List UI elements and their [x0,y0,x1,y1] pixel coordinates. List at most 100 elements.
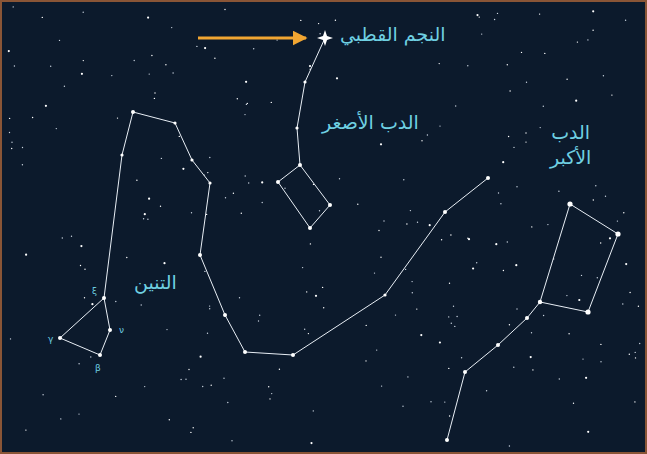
background-star [539,13,540,14]
background-star [9,132,10,133]
background-star [223,378,224,379]
background-star [244,114,245,115]
background-star [271,393,272,394]
background-star [190,432,191,433]
background-star [531,332,532,333]
background-star [209,305,210,306]
background-star [241,213,242,214]
background-star [617,220,618,221]
background-star [559,378,560,379]
background-star [515,264,517,266]
background-star [59,40,60,41]
background-star [451,323,452,324]
background-star [227,402,228,403]
background-star [525,141,526,142]
background-star [575,100,577,102]
background-star [144,213,146,215]
background-star [439,63,440,64]
background-star [516,308,517,309]
background-star [231,440,232,441]
background-star [134,60,135,61]
background-star [302,267,303,268]
background-star [600,361,601,362]
background-star [209,308,210,309]
background-star [623,212,624,213]
background-star [202,386,203,387]
constellation-name: الدب الأصغر [322,110,419,135]
background-star [449,415,450,416]
background-star [585,377,587,379]
background-star [261,181,263,183]
background-star [593,199,594,200]
background-star [11,142,12,143]
background-star [622,303,623,304]
background-star [444,401,445,402]
background-star [237,98,238,99]
background-star [403,179,404,180]
background-star [547,224,548,225]
background-star [90,356,91,357]
background-star [80,245,82,247]
background-star [22,164,23,165]
constellation-name: الدب الأكبر [550,120,591,169]
background-star [310,243,311,244]
background-star [500,203,501,204]
background-star [497,13,498,14]
background-star [115,396,116,397]
background-star [11,148,12,149]
background-star [532,369,533,370]
background-star [566,295,567,296]
background-star [84,269,85,270]
background-star [495,243,497,245]
background-star [42,17,43,18]
constellation-lines [60,38,618,440]
background-star [172,72,173,73]
background-star [169,419,170,420]
background-star [315,295,317,297]
background-star [378,230,379,231]
background-star [276,39,277,40]
background-star [513,367,514,368]
background-star [323,307,324,308]
background-star [605,196,606,197]
background-star [516,186,517,187]
background-star [214,58,215,59]
background-star [481,33,482,34]
background-star [502,161,504,163]
background-star [50,66,51,67]
background-star [233,193,234,194]
background-star [543,315,544,316]
background-star [503,270,504,271]
background-star [600,344,601,345]
background-star [259,315,260,316]
background-star [207,172,208,173]
background-star [405,269,406,270]
background-star [479,16,480,17]
background-star [578,299,580,301]
background-star [380,143,382,145]
background-star [625,20,626,21]
background-star [322,287,323,288]
background-star [416,308,417,309]
background-star [476,14,478,16]
background-star [476,262,477,263]
background-star [634,401,635,402]
background-star [453,306,454,307]
background-star [439,125,440,126]
background-star [117,117,118,118]
background-star [188,369,189,370]
background-star [448,368,449,369]
background-star [111,75,112,76]
background-star [248,182,249,183]
polaris-star [317,30,333,46]
background-star [402,406,403,407]
background-star [383,220,384,221]
background-star [149,73,150,74]
background-star [151,55,152,56]
background-star [558,191,559,192]
background-star [568,333,569,334]
background-star [395,314,396,315]
background-star [381,385,382,386]
background-star [509,445,510,446]
background-star [635,352,636,353]
